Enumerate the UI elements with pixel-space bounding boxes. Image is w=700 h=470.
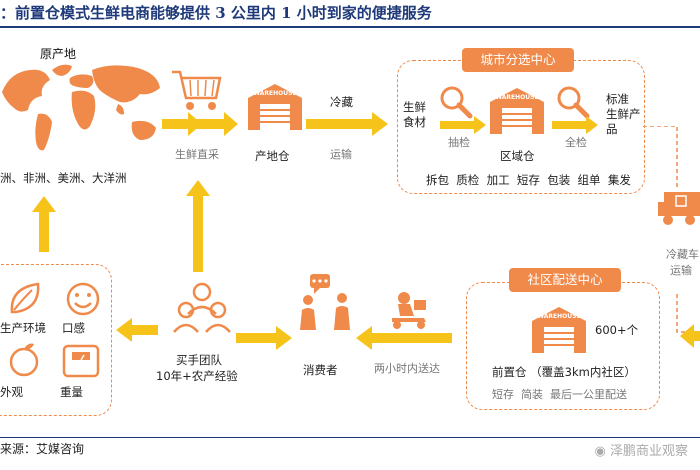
sample-check-label: 抽检 xyxy=(448,136,470,149)
page-title: ：前置仓模式生鲜电商能够提供 3 公里内 1 小时到家的便捷服务 xyxy=(0,4,432,22)
warehouse-count: 600+个 xyxy=(595,323,639,337)
arrow-right xyxy=(192,112,238,136)
criteria-environment-label: 生产环境 xyxy=(0,321,46,335)
warehouse-icon: WAREHOUSE xyxy=(532,307,586,353)
delivery-scooter-icon xyxy=(392,292,426,329)
criteria-taste-label: 口感 xyxy=(62,321,85,335)
arrow-up xyxy=(32,196,56,252)
direct-sourcing-label: 生鲜直采 xyxy=(175,148,219,161)
origin-warehouse-label: 产地仓 xyxy=(255,149,290,163)
buyer-experience-label: 10年+农产经验 xyxy=(156,369,238,383)
consumer-label: 消费者 xyxy=(303,363,338,377)
buyer-team-icon xyxy=(173,282,231,333)
scale-icon xyxy=(62,344,100,378)
city-sorting-center-title: 城市分选中心 xyxy=(462,48,574,72)
wechat-icon: ◉ xyxy=(594,444,610,459)
community-center-title: 社区配送中心 xyxy=(509,268,621,292)
magnifier-icon xyxy=(557,86,590,119)
regional-warehouse-label: 区域仓 xyxy=(500,149,535,163)
face-icon xyxy=(66,282,100,316)
arrow-up xyxy=(186,180,210,272)
magnifier-icon xyxy=(440,86,473,119)
delivery-time-label: 两小时内送达 xyxy=(374,362,440,375)
connector-lines xyxy=(643,126,700,333)
buyer-team-label: 买手团队 xyxy=(176,353,222,367)
watermark-text: 泽鹏商业观察 xyxy=(609,444,688,459)
warehouse-icon: WAREHOUSE xyxy=(490,88,544,134)
front-warehouse-label: 前置仓 （覆盖3km内社区） xyxy=(492,365,636,379)
origin-label: 原产地 xyxy=(40,47,77,61)
footer-divider xyxy=(0,437,700,438)
city-center-steps: 拆包 质检 加工 短存 包装 组单 集发 xyxy=(426,173,631,187)
truck-transport-label: 运输 xyxy=(670,264,692,277)
watermark: ◉ 泽鹏商业观察 xyxy=(595,440,689,459)
warehouse-badge: WAREHOUSE xyxy=(495,94,538,101)
warehouse-badge: WAREHOUSE xyxy=(537,313,580,320)
arrow-right xyxy=(306,112,388,136)
transport-label: 运输 xyxy=(330,148,352,161)
orange-icon xyxy=(9,343,39,377)
title-divider xyxy=(0,26,700,28)
warehouse-icon: WAREHOUSE xyxy=(248,84,302,130)
arrow-left xyxy=(680,324,700,348)
criteria-box xyxy=(0,264,112,416)
criteria-weight-label: 重量 xyxy=(60,385,83,399)
full-check-label: 全检 xyxy=(565,136,587,149)
standard-product-label: 标准 生鲜产 品 xyxy=(606,92,641,136)
arrow-left xyxy=(356,326,452,350)
shopping-cart-icon xyxy=(172,70,222,110)
leaf-icon xyxy=(10,282,40,314)
consumers-icon xyxy=(300,274,350,330)
criteria-appearance-label: 外观 xyxy=(0,385,23,399)
community-center-steps: 短存 简装 最后一公里配送 xyxy=(492,388,627,401)
fresh-ingredients-label: 生鲜 食材 xyxy=(403,100,426,129)
warehouse-badge: WAREHOUSE xyxy=(253,90,296,97)
world-map-icon xyxy=(2,64,160,151)
arrow-left xyxy=(236,326,292,350)
continents-label: 洲、非洲、美洲、大洋洲 xyxy=(0,171,127,185)
source-note: 来源：艾媒咨询 xyxy=(0,442,85,456)
arrow-left xyxy=(116,318,158,342)
arrow-right xyxy=(552,116,598,134)
arrow-right xyxy=(440,116,486,134)
truck-icon xyxy=(658,192,700,225)
refrigerated-truck-label: 冷藏车 xyxy=(666,248,699,261)
cold-storage-label: 冷藏 xyxy=(330,95,353,109)
